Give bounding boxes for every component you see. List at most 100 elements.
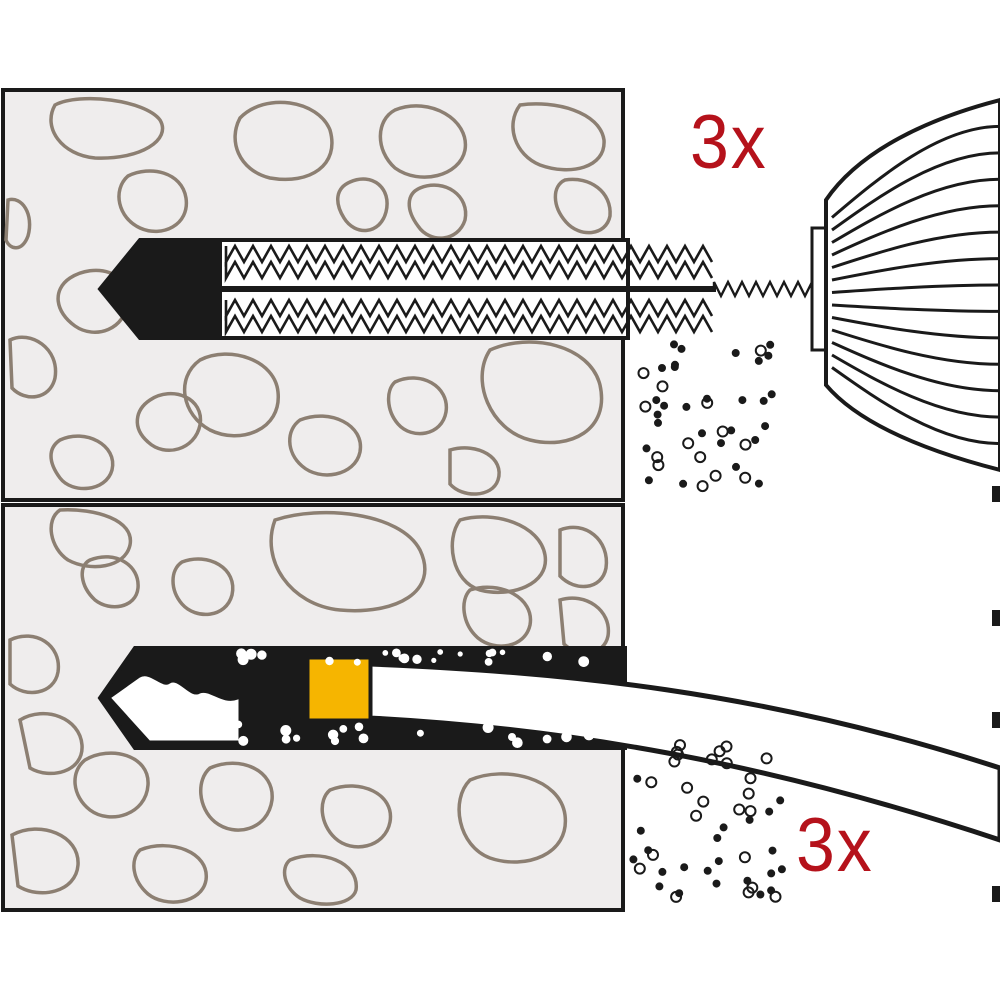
dust-particle	[716, 425, 729, 438]
dust-particle	[767, 869, 776, 878]
dust-particle	[647, 848, 659, 861]
dust-particle	[767, 390, 776, 399]
dust-particle	[720, 757, 733, 770]
brush-bristle-row	[224, 243, 714, 267]
repeat-count-brush: 3x	[690, 100, 768, 185]
dust-particle	[742, 787, 755, 800]
dust-particle-in-hole	[542, 651, 552, 662]
dust-particle	[670, 340, 678, 349]
dust-particle	[745, 815, 754, 824]
chuck-rib	[831, 124, 1000, 219]
dust-particle-in-hole	[339, 725, 348, 733]
dust-particles-icon	[637, 340, 776, 493]
dust-particle	[674, 739, 686, 752]
dust-particle	[660, 401, 669, 410]
dust-particle	[629, 855, 638, 864]
dust-particle	[639, 400, 652, 413]
dust-particle-in-hole	[234, 720, 243, 729]
dust-particle	[720, 740, 733, 753]
dust-particle	[727, 426, 736, 435]
chuck-rib	[831, 230, 1000, 269]
chuck-rib	[831, 204, 1000, 257]
dust-particle	[658, 867, 667, 876]
dust-particle	[703, 866, 712, 875]
dust-particle	[744, 772, 757, 785]
dust-particle	[651, 451, 664, 464]
dust-particle-in-hole	[293, 734, 301, 742]
dust-particle	[653, 410, 662, 419]
dust-particle-in-hole	[392, 648, 401, 658]
dust-particle-in-hole	[499, 649, 506, 656]
dust-particle	[759, 396, 768, 405]
dust-particle	[767, 886, 776, 895]
chuck-rib	[831, 328, 1000, 366]
drill-chuck-icon	[810, 97, 1000, 473]
dust-particle	[690, 809, 703, 822]
dust-particle	[777, 865, 786, 874]
aggregate-stones-bottom	[8, 508, 611, 906]
dust-particle	[738, 851, 751, 864]
dust-particle	[682, 437, 695, 450]
dust-particle-in-hole	[354, 722, 364, 732]
dust-particle-in-hole	[583, 729, 595, 741]
dust-particle	[697, 795, 710, 808]
dust-particle-in-hole	[563, 724, 573, 734]
dust-particle-in-hole	[412, 654, 422, 664]
dust-particle	[645, 776, 658, 789]
repeat-count-blow-out: 3x	[796, 803, 874, 888]
dust-particle-in-hole	[330, 736, 340, 746]
dust-particle	[701, 396, 714, 409]
dust-particle-in-hole	[431, 657, 437, 664]
dust-particle	[677, 344, 686, 353]
dust-particle	[765, 807, 774, 816]
dust-particle	[738, 396, 747, 405]
chuck-rib	[831, 316, 1000, 340]
brush-bristle-row	[224, 313, 714, 337]
dust-particle	[754, 479, 763, 488]
dust-particle	[746, 881, 759, 894]
dust-particle	[652, 396, 661, 405]
dust-particle	[754, 356, 763, 365]
dust-particle-in-hole	[578, 656, 590, 667]
dust-particle	[679, 479, 688, 488]
dust-particle-in-hole	[512, 737, 523, 749]
blow-out-pump-icon	[306, 656, 1000, 843]
dust-particle	[656, 380, 669, 393]
dust-particle	[670, 890, 683, 903]
dust-particle-in-hole	[281, 734, 291, 744]
dust-particle	[717, 439, 725, 448]
dust-particle-in-hole	[382, 650, 389, 656]
dust-particle	[652, 459, 665, 472]
chuck-rib	[831, 177, 1000, 244]
dust-particles-icon	[629, 739, 786, 903]
aggregate-stones-top	[4, 96, 612, 496]
dust-particle	[713, 834, 722, 842]
dust-particle-in-hole	[416, 729, 424, 737]
dust-particle	[756, 890, 765, 899]
dust-particle-in-hole	[358, 733, 369, 744]
dust-particle	[654, 418, 662, 427]
dust-particle	[739, 471, 752, 484]
dust-particle-in-hole	[561, 731, 572, 743]
dust-particle	[633, 774, 642, 783]
dust-particle	[712, 879, 721, 888]
dust-particle	[644, 476, 653, 485]
chuck-rib	[831, 283, 1000, 294]
brush-bristle-row	[224, 259, 714, 283]
dust-particle-in-hole	[280, 725, 292, 736]
nozzle-tip	[306, 656, 372, 722]
dust-particle	[682, 402, 691, 411]
dust-particle	[694, 451, 707, 464]
dust-particle	[751, 436, 760, 444]
dust-particle	[731, 349, 740, 357]
chuck-rib	[831, 341, 1000, 393]
dust-particle	[705, 753, 718, 766]
dust-particle-in-hole	[484, 658, 493, 666]
dust-particle-in-hole	[457, 651, 463, 657]
chuck-rib	[831, 257, 1000, 282]
dust-particle-in-hole	[245, 648, 257, 660]
brush-bristle-row	[224, 297, 714, 321]
dust-particle	[743, 876, 752, 885]
